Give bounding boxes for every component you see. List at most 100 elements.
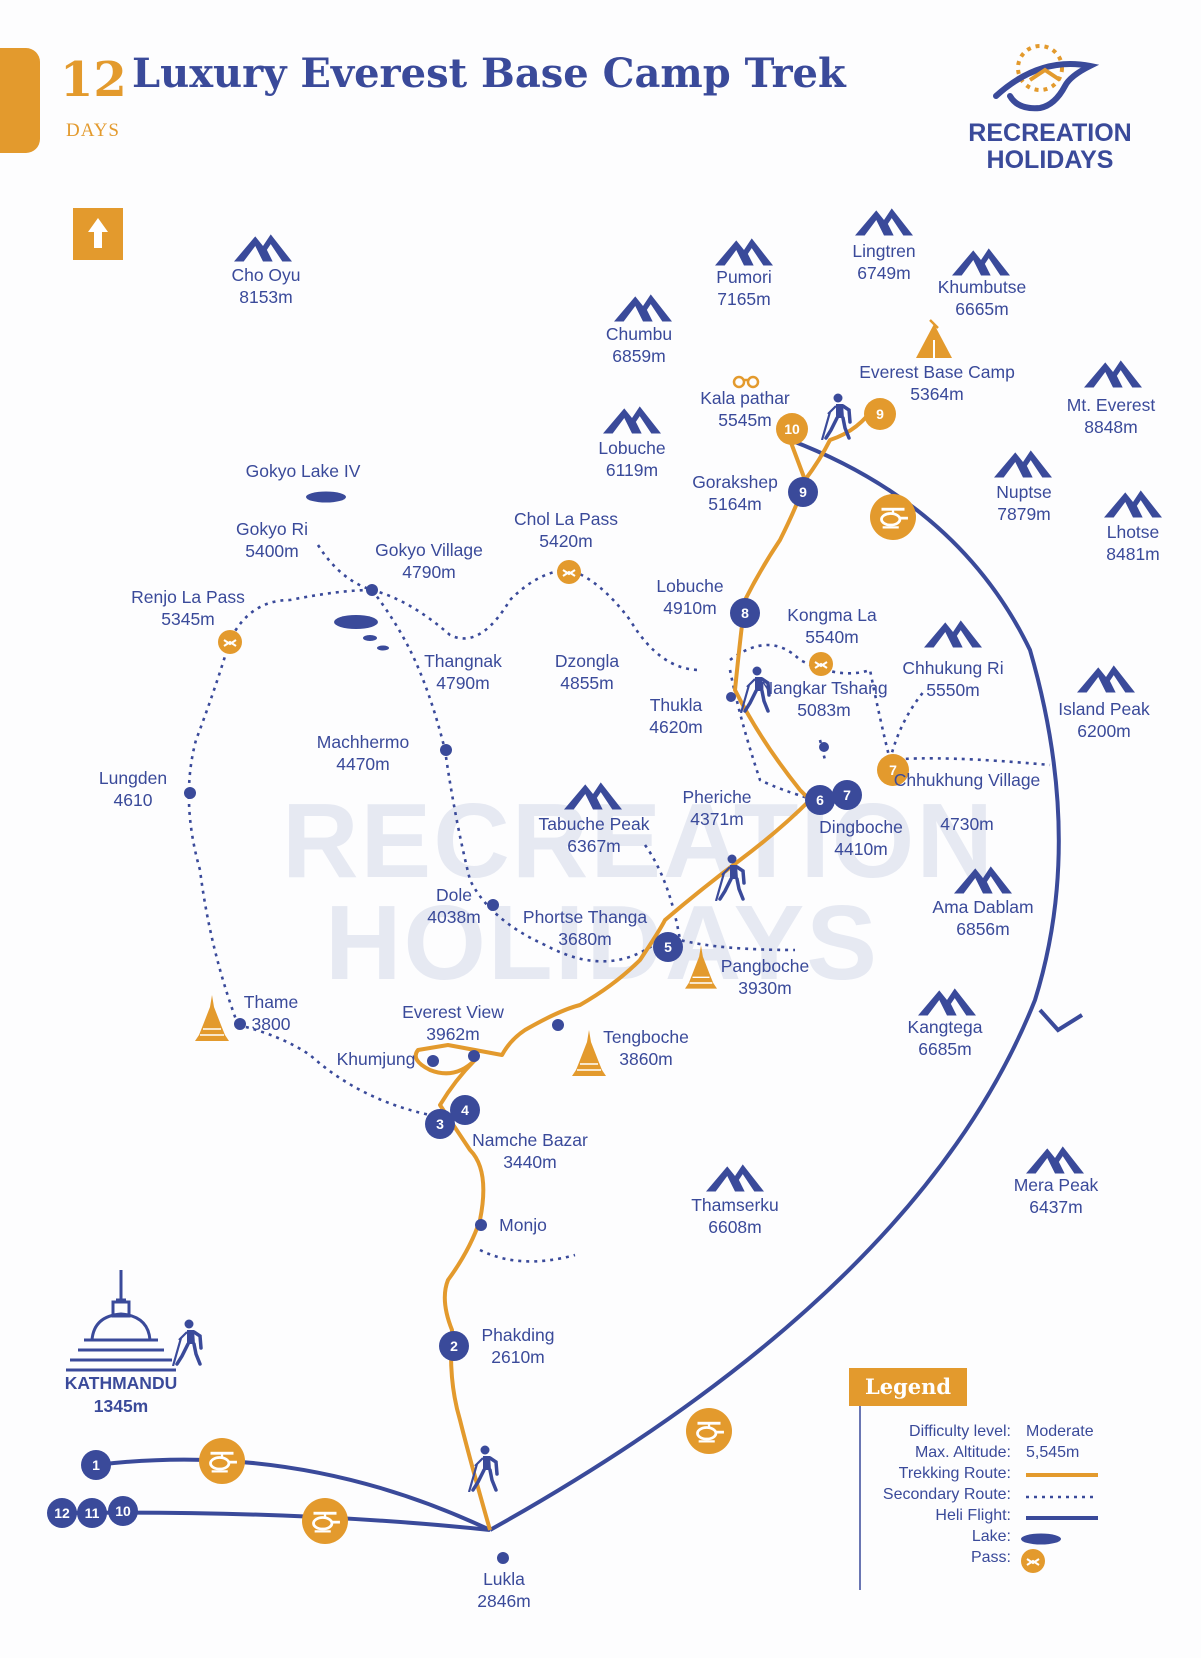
day-marker-2: 2 (439, 1331, 469, 1361)
svg-text:3: 3 (436, 1116, 444, 1132)
day-marker-10: 10 (108, 1496, 138, 1526)
day-marker-10-orange: 10 (776, 413, 808, 445)
svg-text:6: 6 (816, 792, 824, 808)
kangtega-mountain-icon (918, 988, 976, 1016)
helicopter-icon (199, 1438, 245, 1484)
trekking-route (413, 403, 877, 1531)
svg-text:12: 12 (54, 1505, 70, 1521)
svg-text:10: 10 (115, 1503, 131, 1519)
day-marker-8: 8 (730, 598, 760, 628)
svg-text:11: 11 (85, 1505, 100, 1521)
day-marker-5: 5 (653, 932, 683, 962)
lingtren-mountain-icon (855, 208, 913, 236)
tabuche-mountain-icon (564, 782, 622, 810)
hiker-icon (171, 1318, 203, 1366)
thamserku-mountain-icon (706, 1164, 764, 1192)
legend-difficulty-value: Moderate (1026, 1423, 1094, 1440)
day-marker-6: 6 (805, 785, 835, 815)
legend-altitude-value: 5,545m (1026, 1444, 1080, 1461)
chumbu-mountain-icon (614, 294, 672, 322)
heli-arrow-icon (1038, 1008, 1084, 1033)
place-label: Chhukhung Village (893, 770, 1041, 790)
hiker-icon (820, 392, 852, 440)
gokyo-lake-lake (334, 615, 378, 629)
nuptse-mountain-icon (994, 450, 1052, 478)
day-marker-9: 9 (788, 477, 818, 507)
header-tab (0, 48, 40, 153)
day-marker-11: 11 (77, 1498, 107, 1528)
day-marker-1: 1 (81, 1450, 111, 1480)
place-label: Khumjung (336, 1049, 416, 1069)
thame-monastery-icon (195, 995, 229, 1041)
ama-dablam-mountain-icon (954, 866, 1012, 894)
helicopter-icon (870, 494, 916, 540)
tengboche-monastery-icon (572, 1030, 606, 1076)
renjo-la-pass-icon (218, 630, 242, 654)
day-marker-12: 12 (47, 1498, 77, 1528)
heli-route-ktm-out (95, 1457, 491, 1532)
svg-text:2: 2 (450, 1338, 458, 1354)
days-label: DAYS (66, 120, 120, 141)
svg-text:9: 9 (799, 484, 807, 500)
legend-panel (859, 1405, 1098, 1590)
helicopter-icon (302, 1498, 348, 1544)
north-arrow-icon (73, 208, 123, 260)
legend-lake-swatch (1021, 1533, 1061, 1545)
lhotse-mountain-icon (1104, 490, 1162, 518)
svg-text:10: 10 (784, 421, 800, 437)
svg-text:8: 8 (741, 605, 749, 621)
legend-pass-label: Pass: (970, 1549, 1011, 1566)
day-marker-9-orange: 9 (864, 398, 896, 430)
mera-peak-mountain-icon (1026, 1146, 1084, 1174)
svg-text:7: 7 (889, 762, 897, 778)
stupa-icon (66, 1270, 176, 1372)
legend-altitude-label: Max. Altitude: (914, 1444, 1011, 1461)
heli-route-lukla-ebc (489, 438, 1061, 1532)
mt-everest-mountain-icon (1084, 360, 1142, 388)
legend-pass-icon (1021, 1549, 1045, 1573)
chhukung-ri-mountain-icon (924, 620, 982, 648)
legend-heli-label: Heli Flight: (935, 1507, 1011, 1524)
svg-text:7: 7 (843, 787, 851, 803)
place-label: 4730m (940, 814, 994, 834)
chol-la-pass-icon (557, 560, 581, 584)
legend-secondary-label: Secondary Route: (882, 1486, 1011, 1503)
day-marker-3: 3 (425, 1109, 455, 1139)
gokyo-lake-iv-lake (306, 491, 346, 503)
legend-trekking-label: Trekking Route: (898, 1465, 1011, 1482)
place-label: Monjo (499, 1215, 547, 1235)
kongma-la-pass-icon (809, 652, 833, 676)
